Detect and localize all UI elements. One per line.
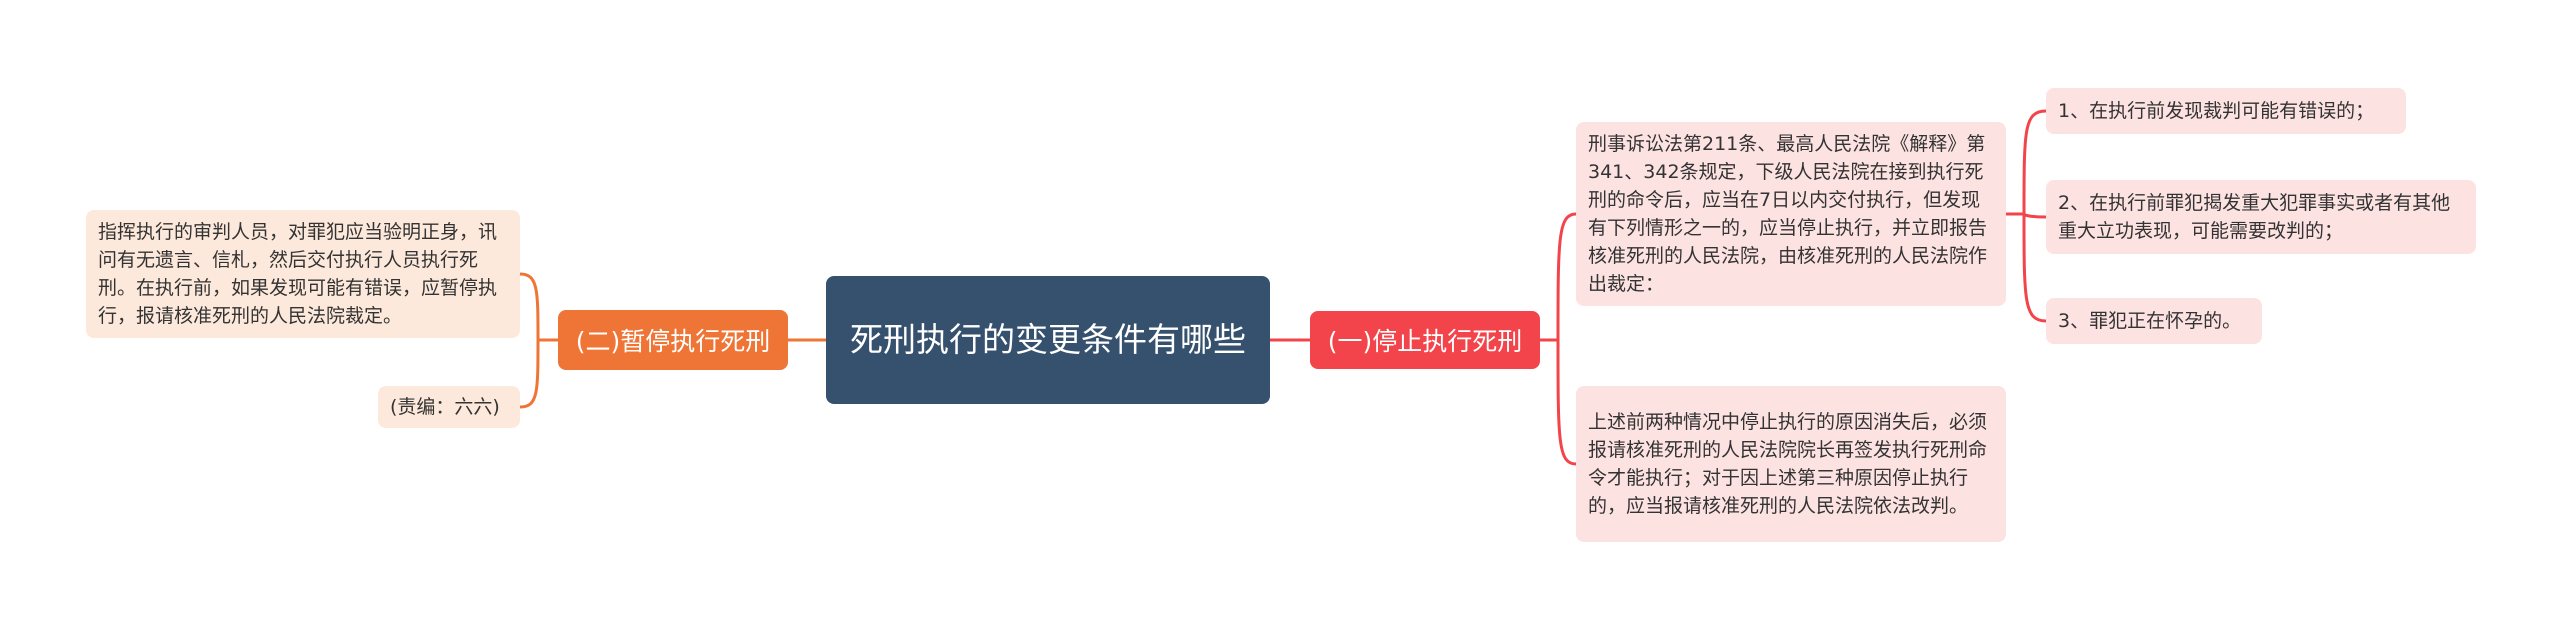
leaf-editor-credit[interactable]: (责编：六六) [378,386,520,428]
root-topic-label: 死刑执行的变更条件有哪些 [850,320,1246,359]
leaf-condition-3[interactable]: 3、罪犯正在怀孕的。 [2046,298,2262,344]
leaf-condition-2-text: 2、在执行前罪犯揭发重大犯罪事实或者有其他重大立功表现，可能需要改判的； [2058,192,2451,242]
leaf-condition-2[interactable]: 2、在执行前罪犯揭发重大犯罪事实或者有其他重大立功表现，可能需要改判的； [2046,180,2476,254]
branch-stop-execution[interactable]: (一)停止执行死刑 [1310,311,1540,369]
root-topic[interactable]: 死刑执行的变更条件有哪些 [826,276,1270,404]
leaf-condition-3-text: 3、罪犯正在怀孕的。 [2058,310,2242,332]
leaf-stop-resume[interactable]: 上述前两种情况中停止执行的原因消失后，必须报请核准死刑的人民法院院长再签发执行死… [1576,386,2006,542]
leaf-stop-resume-text: 上述前两种情况中停止执行的原因消失后，必须报请核准死刑的人民法院院长再签发执行死… [1588,411,1988,517]
leaf-suspend-rules[interactable]: 指挥执行的审判人员，对罪犯应当验明正身，讯问有无遗言、信札，然后交付执行人员执行… [86,210,520,338]
leaf-editor-credit-text: (责编：六六) [390,396,500,418]
leaf-condition-1[interactable]: 1、在执行前发现裁判可能有错误的； [2046,88,2406,134]
branch-stop-execution-label: (一)停止执行死刑 [1327,327,1523,356]
leaf-stop-rules-text: 刑事诉讼法第211条、最高人民法院《解释》第341、342条规定，下级人民法院在… [1588,133,1988,295]
connector-sub-items [2006,109,2047,323]
branch-suspend-execution-label: (二)暂停执行死刑 [575,327,771,356]
connector-right-items [1540,212,1577,466]
leaf-condition-1-text: 1、在执行前发现裁判可能有错误的； [2058,100,2375,122]
connector-left-items [519,272,558,409]
branch-suspend-execution[interactable]: (二)暂停执行死刑 [558,310,788,370]
leaf-stop-rules[interactable]: 刑事诉讼法第211条、最高人民法院《解释》第341、342条规定，下级人民法院在… [1576,122,2006,306]
leaf-suspend-rules-text: 指挥执行的审判人员，对罪犯应当验明正身，讯问有无遗言、信札，然后交付执行人员执行… [98,221,498,327]
